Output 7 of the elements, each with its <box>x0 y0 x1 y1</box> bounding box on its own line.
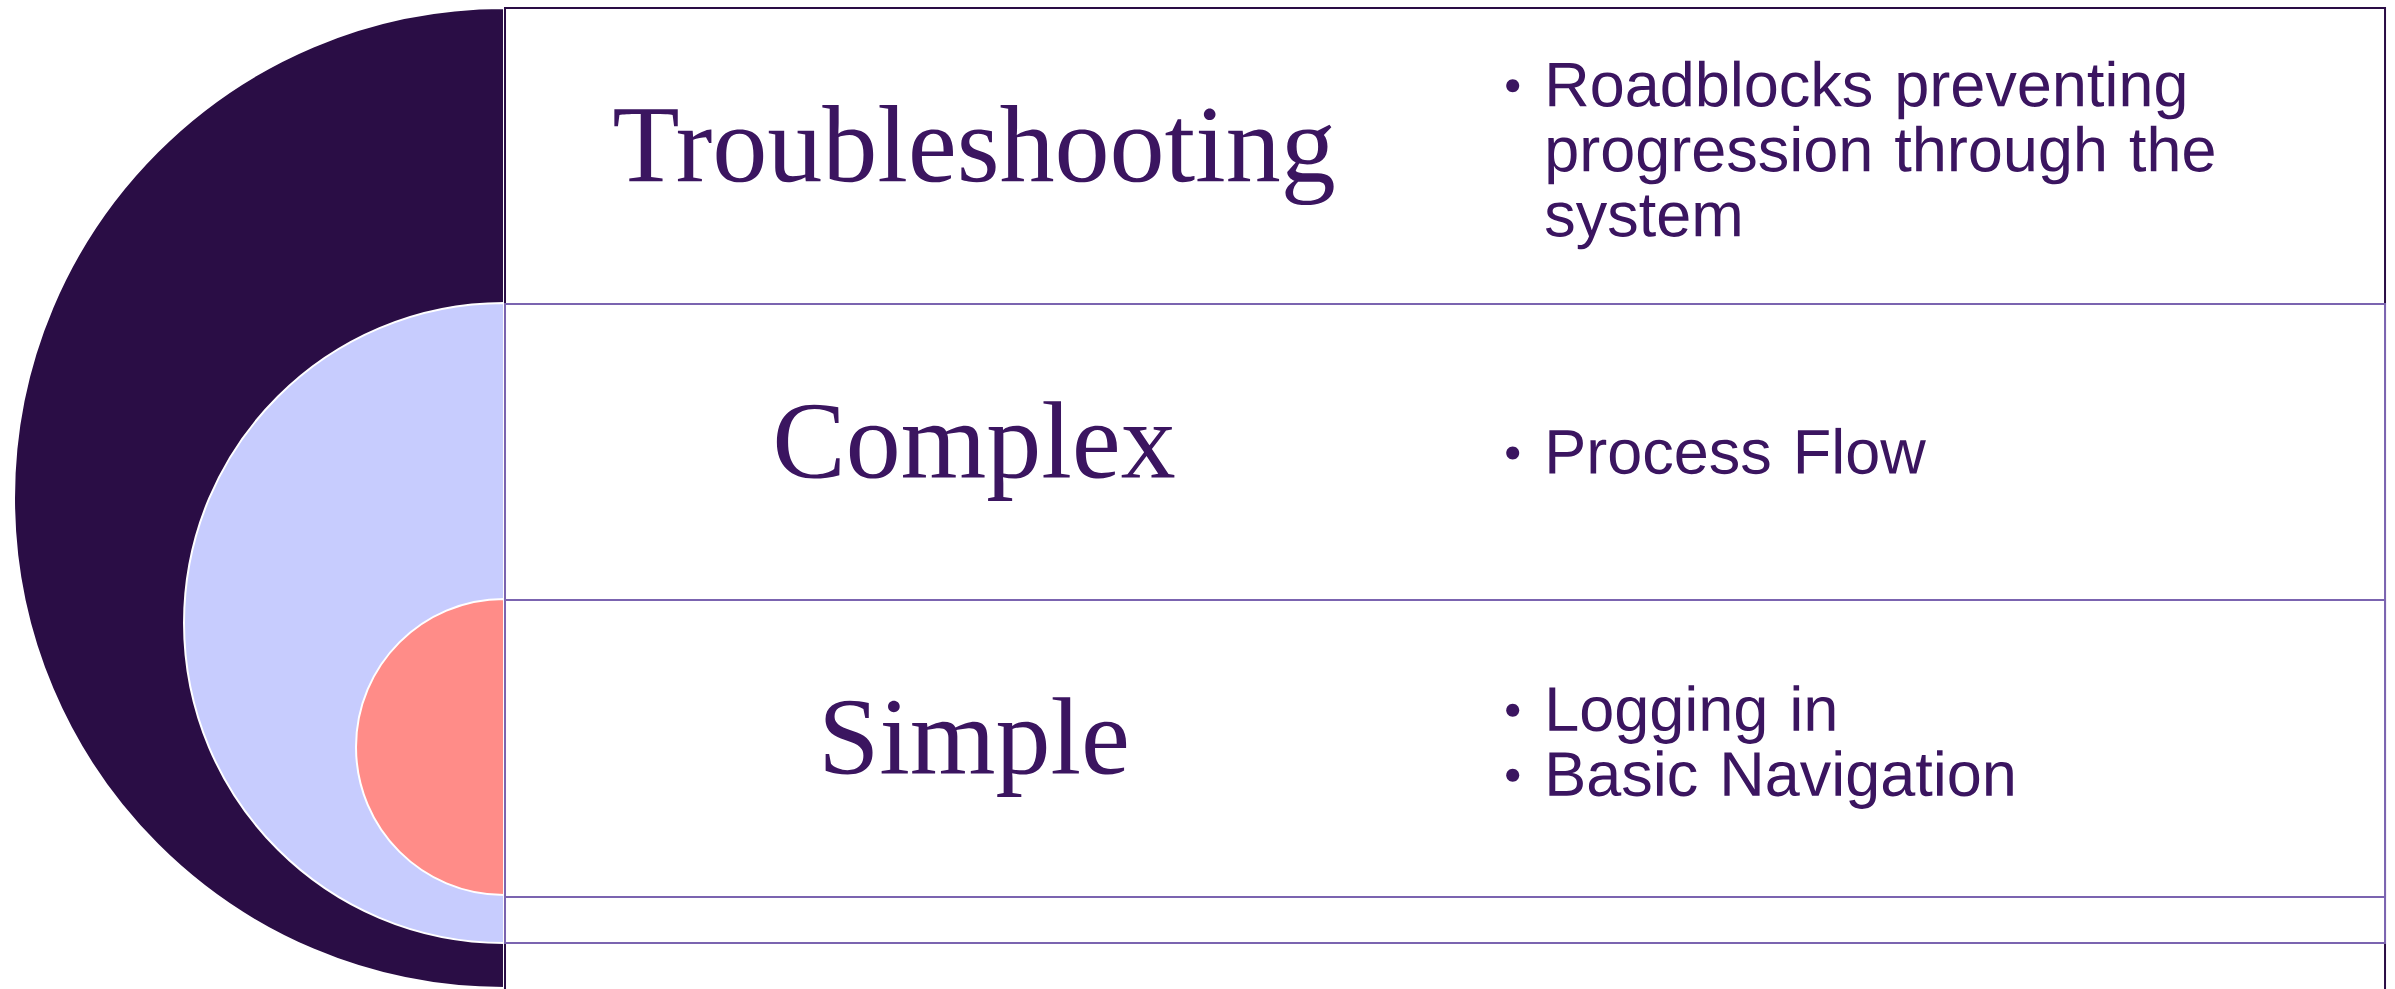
bullet-list: Roadblocks preventing progression through the system <box>1506 60 2214 250</box>
heading: Troubleshooting <box>614 104 1334 206</box>
bullet-list: Process Flow <box>1506 427 1926 475</box>
bullet-list: Logging in Basic Navigation <box>1506 685 2013 809</box>
heading: Complex <box>776 401 1175 501</box>
heading: Simple <box>825 697 1127 797</box>
text-box <box>504 599 2387 898</box>
